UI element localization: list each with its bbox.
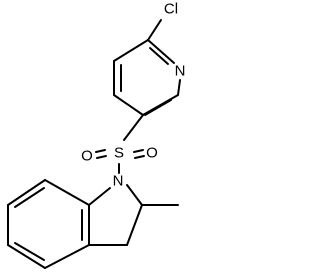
bond-c2-c3 (126, 204, 143, 246)
bond-s-o-right (133, 149, 144, 153)
atom-sulfur: S (114, 145, 124, 162)
bond-pyr-c5-c4 (113, 94, 144, 116)
bond-pyr-c3-c2 (113, 39, 149, 62)
bond-c7a-c7 (44, 179, 90, 206)
bond-pyr-c2-n-inner (149, 47, 169, 65)
bond-c-s (123, 114, 144, 141)
bond-s-o-right-2 (134, 155, 145, 159)
bond-pyr-n-c6 (177, 79, 181, 96)
atom-oxygen-right: O (146, 145, 158, 162)
bond-pyr-c6-c5-inner (144, 99, 172, 116)
bond-c5-c4 (7, 244, 46, 269)
bond-c-cl (147, 19, 162, 41)
bond-c7-c6 (7, 179, 46, 206)
atom-indoline-nitrogen: N (113, 173, 124, 190)
bond-n-c7a (88, 187, 111, 206)
atom-pyridine-nitrogen: N (175, 63, 186, 80)
chemical-structure-diagram: Cl N S O O N (7, 1, 185, 269)
bond-s-o-left (95, 149, 106, 153)
atom-chlorine: Cl (164, 1, 178, 18)
bond-s-o-left-2 (96, 155, 107, 159)
bond-n-c2 (126, 184, 143, 206)
atom-oxygen-left: O (81, 148, 93, 165)
atom-labels: Cl N S O O N (81, 1, 185, 190)
bond-pyr-c2-n (147, 39, 175, 64)
bond-c5-c4-inner (14, 242, 45, 261)
bond-lines (7, 19, 181, 269)
bond-c4-c3a (44, 244, 90, 269)
bond-c7-c6-inner (14, 187, 45, 208)
